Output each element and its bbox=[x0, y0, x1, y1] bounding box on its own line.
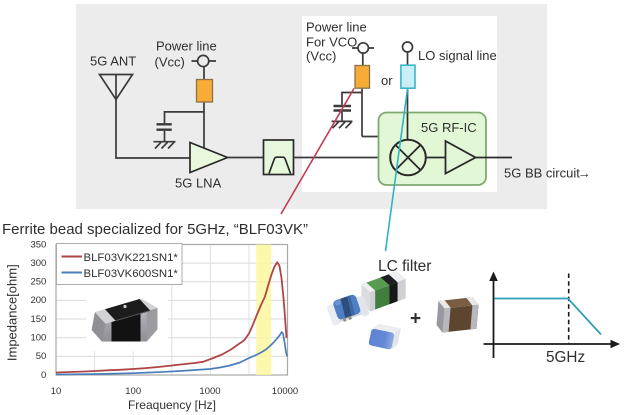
svg-text:Power line: Power line bbox=[306, 20, 367, 35]
svg-text:5G RF-IC: 5G RF-IC bbox=[421, 120, 477, 135]
svg-text:Freaquency [Hz]: Freaquency [Hz] bbox=[128, 398, 216, 412]
svg-text:100: 100 bbox=[30, 333, 46, 344]
svg-text:Impedance[ohm]: Impedance[ohm] bbox=[5, 264, 20, 361]
svg-text:100: 100 bbox=[125, 386, 141, 397]
svg-text:BLF03VK600SN1*: BLF03VK600SN1* bbox=[84, 268, 179, 280]
svg-text:50: 50 bbox=[36, 351, 47, 362]
svg-text:200: 200 bbox=[30, 295, 46, 306]
svg-text:1000: 1000 bbox=[199, 386, 220, 397]
svg-text:For VCO: For VCO bbox=[306, 35, 357, 50]
svg-text:150: 150 bbox=[30, 314, 46, 325]
svg-text:250: 250 bbox=[30, 277, 46, 288]
svg-text:(Vcc): (Vcc) bbox=[306, 49, 336, 64]
svg-text:LC filter: LC filter bbox=[378, 258, 431, 275]
svg-text:10000: 10000 bbox=[272, 386, 298, 397]
svg-text:5G LNA: 5G LNA bbox=[175, 175, 222, 190]
svg-text:5G ANT: 5G ANT bbox=[90, 53, 136, 68]
svg-text:(Vcc): (Vcc) bbox=[155, 55, 185, 70]
svg-text:LO signal line: LO signal line bbox=[418, 48, 497, 63]
svg-text:Ferrite bead specialized for 5: Ferrite bead specialized for 5GHz, “BLF0… bbox=[2, 221, 308, 238]
svg-text:5GHz: 5GHz bbox=[546, 349, 585, 366]
svg-text:300: 300 bbox=[30, 258, 46, 269]
svg-text:350: 350 bbox=[30, 239, 46, 250]
svg-text:or: or bbox=[381, 73, 393, 88]
svg-text:0: 0 bbox=[41, 370, 46, 381]
svg-text:10: 10 bbox=[51, 386, 62, 397]
svg-text:+: + bbox=[410, 308, 421, 329]
svg-text:5G BB circuit→: 5G BB circuit→ bbox=[504, 166, 591, 181]
svg-text:Power line: Power line bbox=[156, 39, 217, 54]
svg-text:BLF03VK221SN1*: BLF03VK221SN1* bbox=[84, 252, 179, 264]
